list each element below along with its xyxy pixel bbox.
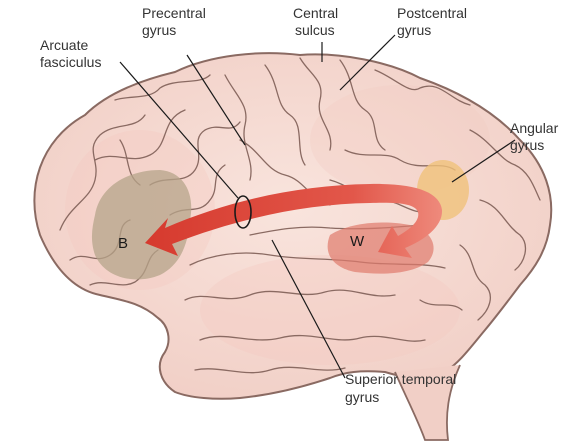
postcentral-gyrus-label-1: Postcentral: [397, 5, 467, 21]
postcentral-gyrus-label-2: gyrus: [397, 22, 431, 38]
arcuate-fasciculus-label-1: Arcuate: [40, 37, 88, 53]
wernicke-label: W: [350, 233, 365, 250]
central-sulcus-label-2: sulcus: [295, 22, 335, 38]
leader-angular: [451, 139, 516, 183]
leader-lines: [119, 34, 516, 379]
arcuate-fasciculus-arrow: [145, 183, 443, 258]
leader-postcentral: [339, 34, 396, 91]
leader-precentral: [186, 54, 246, 146]
temporal-tint: [200, 255, 460, 365]
precentral-gyrus-label-2: gyrus: [142, 22, 176, 38]
superior-temporal-gyrus-label-2: gyrus: [345, 389, 379, 405]
angular-gyrus-label-1: Angular: [510, 120, 559, 136]
broca-area: [91, 170, 192, 280]
arcuate-fasciculus-marker: [234, 195, 252, 229]
central-sulcus-label-1: Central: [293, 5, 338, 21]
arcuate-fasciculus-label-2: fasciculus: [40, 54, 101, 70]
brainstem: [394, 364, 461, 441]
broca-label: B: [118, 235, 128, 252]
precentral-gyrus-label-1: Precentral: [142, 5, 206, 21]
superior-temporal-gyrus-label-1: Superior temporal: [345, 371, 456, 387]
angular-gyrus-label-2: gyrus: [510, 137, 544, 153]
leader-arcuate: [119, 61, 239, 199]
leader-superior-temporal: [271, 239, 346, 379]
